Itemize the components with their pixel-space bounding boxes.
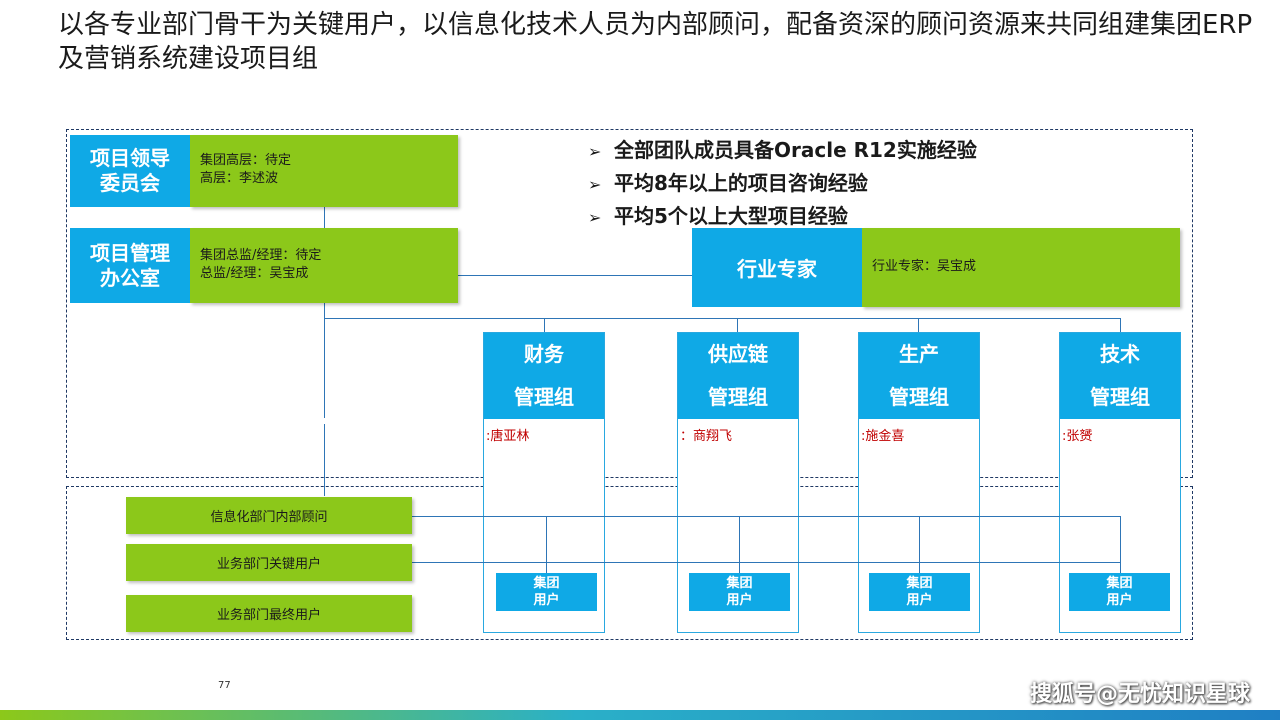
connector-user-3: [919, 516, 920, 573]
arrow-icon: ➢: [588, 208, 602, 227]
page-title: 以各专业部门骨干为关键用户，以信息化技术人员为内部顾问，配备资深的顾问资源来共同…: [58, 10, 1253, 74]
connector-user-1: [546, 516, 547, 573]
group-supply-chain-header: 供应链 管理组: [678, 333, 798, 419]
connector-committee-pmo: [324, 206, 325, 228]
committee-label-line2: 委员会: [100, 171, 160, 195]
connector-group-2: [737, 318, 738, 332]
pmo-detail-box: 集团总监/经理：待定 总监/经理：吴宝成: [190, 228, 458, 303]
highlight-item-2: ➢平均8年以上的项目咨询经验: [588, 167, 977, 200]
committee-detail-box: 集团高层：待定 高层：李述波: [190, 135, 458, 207]
group-finance-header: 财务 管理组: [484, 333, 604, 419]
group-supply-chain-member: ：商翔飞: [680, 429, 733, 444]
user-area: [66, 486, 1193, 640]
connector-trunk-lower: [324, 424, 325, 496]
pmo-box: 项目管理 办公室: [70, 228, 190, 303]
group-production-header: 生产 管理组: [859, 333, 979, 419]
expert-detail: 行业专家：吴宝成: [872, 259, 977, 274]
watermark: 搜狐号@无忧知识星球: [1029, 682, 1250, 707]
highlight-item-3: ➢平均5个以上大型项目经验: [588, 200, 977, 233]
connector-user-4: [1120, 516, 1121, 573]
committee-detail-line1: 集团高层：待定: [200, 153, 292, 168]
arrow-icon: ➢: [588, 142, 602, 161]
connector-trunk: [324, 303, 325, 418]
group-user-supply-chain: 集团 用户: [689, 573, 790, 611]
pmo-detail-line1: 集团总监/经理：待定: [200, 248, 322, 263]
expert-detail-box: 行业专家：吴宝成: [862, 228, 1180, 307]
group-production-member: :施金喜: [861, 429, 905, 444]
connector-advisor: [412, 516, 1120, 517]
management-area: [66, 129, 1193, 478]
pmo-detail-line2: 总监/经理：吴宝成: [200, 266, 309, 281]
committee-label-line1: 项目领导: [90, 146, 170, 170]
role-internal-advisor: 信息化部门内部顾问: [126, 497, 412, 534]
group-finance-member: :唐亚林: [486, 429, 530, 444]
group-user-production: 集团 用户: [869, 573, 970, 611]
connector-expert: [458, 275, 692, 276]
group-technology-header: 技术 管理组: [1060, 333, 1180, 419]
highlight-item-1: ➢全部团队成员具备Oracle R12实施经验: [588, 134, 977, 167]
committee-detail-line2: 高层：李述波: [200, 171, 279, 186]
connector-group-3: [918, 318, 919, 332]
group-user-technology: 集团 用户: [1069, 573, 1170, 611]
highlights-list: ➢全部团队成员具备Oracle R12实施经验 ➢平均8年以上的项目咨询经验 ➢…: [588, 134, 977, 233]
group-technology-member: :张赟: [1062, 429, 1093, 444]
bottom-bar: [0, 710, 1280, 720]
connector-key-user: [412, 562, 1120, 563]
connector-group-4: [1120, 318, 1121, 332]
connector-user-2: [739, 516, 740, 573]
pmo-label-line2: 办公室: [100, 265, 160, 290]
connector-groups: [324, 318, 1120, 319]
committee-box: 项目领导 委员会: [70, 135, 190, 207]
group-user-finance: 集团 用户: [496, 573, 597, 611]
pmo-label-line1: 项目管理: [90, 240, 170, 265]
connector-group-1: [544, 318, 545, 332]
expert-label: 行业专家: [737, 257, 817, 281]
role-end-user: 业务部门最终用户: [126, 595, 412, 632]
role-key-user: 业务部门关键用户: [126, 544, 412, 581]
page-number: 77: [218, 680, 231, 691]
arrow-icon: ➢: [588, 175, 602, 194]
expert-box: 行业专家: [692, 228, 862, 307]
